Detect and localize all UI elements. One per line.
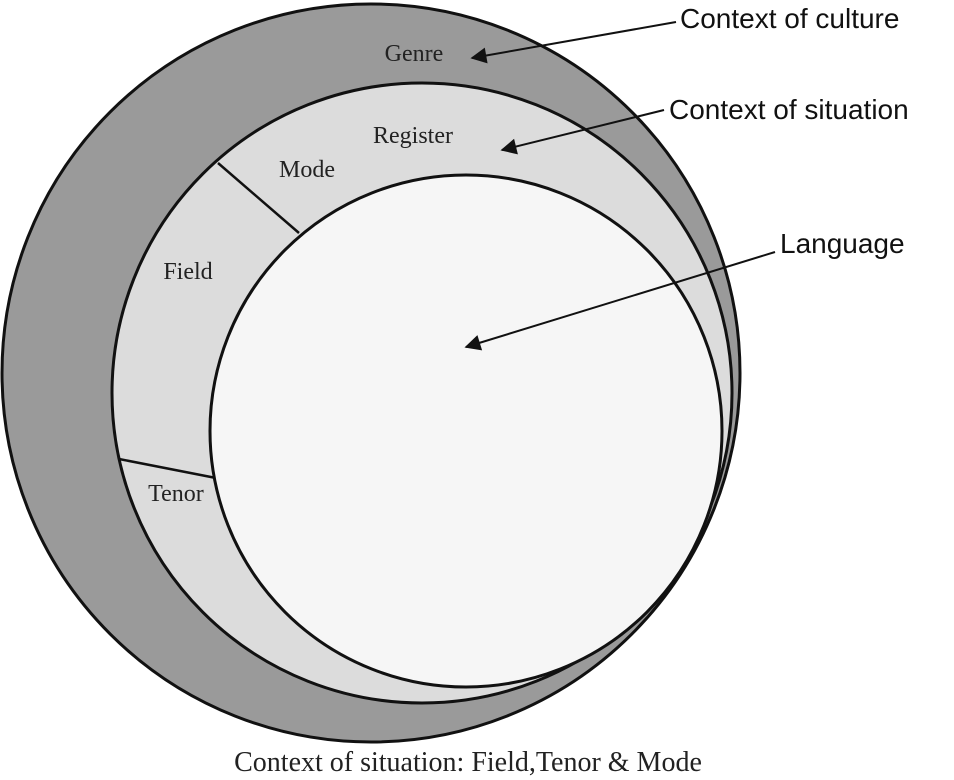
genre-label: Genre bbox=[385, 41, 444, 67]
mode-label: Mode bbox=[279, 157, 335, 183]
culture-callout: Context of culture bbox=[680, 3, 899, 34]
mode-field-divider bbox=[217, 162, 300, 234]
register-label: Register bbox=[373, 123, 453, 149]
field-tenor-divider bbox=[118, 457, 217, 480]
situation-arrow bbox=[500, 109, 665, 155]
diagram-caption: Context of situation: Field,Tenor & Mode bbox=[234, 747, 702, 778]
culture-arrow bbox=[470, 21, 677, 64]
tenor-label: Tenor bbox=[148, 481, 204, 507]
language-callout: Language bbox=[780, 228, 905, 259]
field-label: Field bbox=[163, 259, 212, 285]
language-circle bbox=[208, 173, 724, 689]
language-arrow bbox=[464, 251, 776, 351]
situation-callout: Context of situation bbox=[669, 94, 909, 125]
